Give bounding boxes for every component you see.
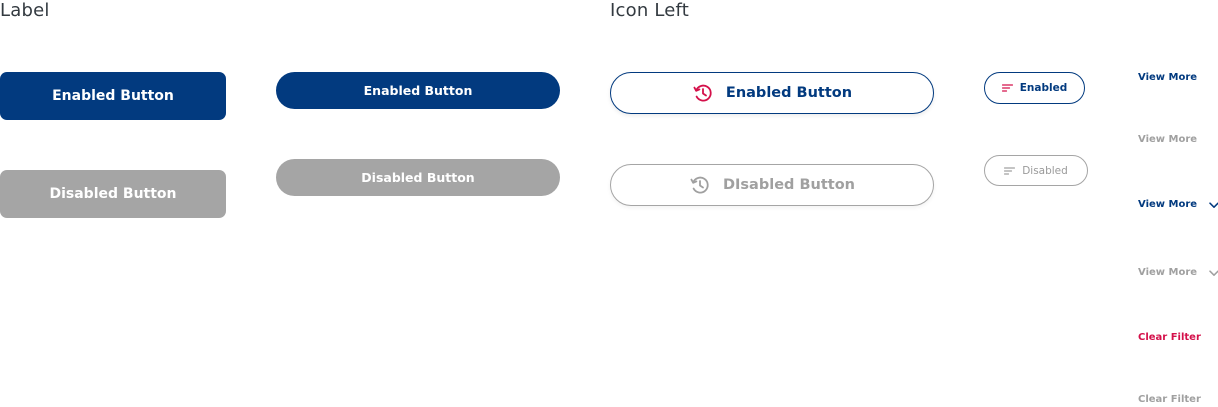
view-more-expand-disabled-link-label: View More [1138, 267, 1198, 278]
icon-left-section-heading: Icon Left [610, 0, 690, 21]
pill-enabled-button[interactable]: Enabled Button [276, 72, 560, 109]
disabled-chip-label: Disabled [1022, 164, 1068, 177]
view-more-expand-link[interactable]: View More [1138, 198, 1218, 212]
disabled-chip-button[interactable]: Disabled [984, 155, 1088, 186]
clear-filter-disabled-link-label: Clear Filter [1138, 394, 1201, 405]
chevron-down-icon [1209, 201, 1218, 209]
large-enabled-button-label: Enabled Button [52, 88, 174, 104]
large-disabled-button[interactable]: Disabled Button [0, 170, 226, 218]
enabled-chip-label: Enabled [1019, 82, 1068, 94]
large-enabled-button[interactable]: Enabled Button [0, 72, 226, 120]
chevron-down-icon [1209, 269, 1218, 277]
large-disabled-button-label: Disabled Button [49, 186, 177, 202]
label-section-heading: Label [0, 0, 50, 21]
pill-disabled-button-label: Disabled Button [361, 170, 475, 185]
pill-enabled-button-label: Enabled Button [363, 83, 473, 98]
icon-left-enabled-button[interactable]: Enabled Button [610, 72, 934, 114]
enabled-chip-button[interactable]: Enabled [984, 72, 1085, 104]
history-icon [689, 174, 711, 196]
history-icon [692, 82, 714, 104]
view-more-expand-disabled-link[interactable]: View More [1138, 266, 1218, 280]
view-more-disabled-link-label: View More [1138, 134, 1198, 145]
icon-left-disabled-button-label: DIsabled Button [723, 177, 855, 193]
filter-lines-icon [1004, 166, 1016, 175]
view-more-link-label: View More [1138, 72, 1198, 83]
icon-left-disabled-button[interactable]: DIsabled Button [610, 164, 934, 206]
view-more-link[interactable]: View More [1138, 71, 1197, 85]
clear-filter-disabled-link[interactable]: Clear Filter [1138, 393, 1201, 407]
filter-lines-icon [1001, 84, 1013, 92]
clear-filter-link-label: Clear Filter [1138, 332, 1201, 343]
view-more-expand-link-label: View More [1138, 199, 1198, 210]
icon-left-enabled-button-label: Enabled Button [725, 85, 853, 101]
pill-disabled-button[interactable]: Disabled Button [276, 159, 560, 196]
clear-filter-link[interactable]: Clear Filter [1138, 331, 1201, 345]
view-more-disabled-link[interactable]: View More [1138, 133, 1197, 147]
